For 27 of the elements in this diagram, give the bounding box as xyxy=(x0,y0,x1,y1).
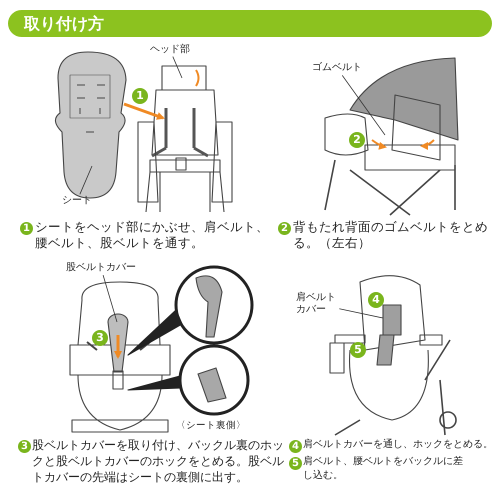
instruction-text: 肩ベルトカバーを通し、ホックをとめる。 xyxy=(303,438,494,452)
part-label: 肩ベルトカバー xyxy=(296,292,338,316)
part-label: ヘッド部 xyxy=(150,44,190,56)
callout-number: 1 xyxy=(132,88,148,104)
callout-number: 5 xyxy=(350,342,366,358)
callout-number: 2 xyxy=(349,132,365,148)
title-bar: 取り付け方 xyxy=(8,10,492,37)
leader-line xyxy=(79,166,92,195)
step-number: 2 xyxy=(278,222,291,235)
leader-line xyxy=(338,308,384,318)
part-label: 股ベルトカバー xyxy=(66,262,136,274)
leader-line xyxy=(342,74,386,136)
callout-number: 4 xyxy=(368,292,384,308)
instruction-text: 股ベルトカバーを取り付け、バックル裏のホックと股ベルトカバーのホックをとめる。股ベルトカバーの先端はシートの裏側に出す。 xyxy=(32,437,285,485)
instruction-text: 背もたれ背面のゴムベルトをとめる。（左右） xyxy=(293,219,489,251)
part-label: ゴムベルト xyxy=(312,62,362,74)
step-number: 3 xyxy=(18,440,31,453)
leader-line xyxy=(172,56,182,78)
step-number: 1 xyxy=(20,222,33,235)
leader-line xyxy=(102,274,118,322)
view-caption: 〈シート裏側〉 xyxy=(176,419,246,432)
instruction-text: 肩ベルト、腰ベルトをバックルに差し込む。 xyxy=(303,455,463,483)
step-number: 5 xyxy=(289,457,302,470)
callout-number: 3 xyxy=(92,330,108,346)
part-label: シート xyxy=(62,195,92,207)
instruction-text: シートをヘッド部にかぶせ、肩ベルト、腰ベルト、股ベルトを通す。 xyxy=(35,219,270,251)
step-number: 4 xyxy=(289,440,302,453)
